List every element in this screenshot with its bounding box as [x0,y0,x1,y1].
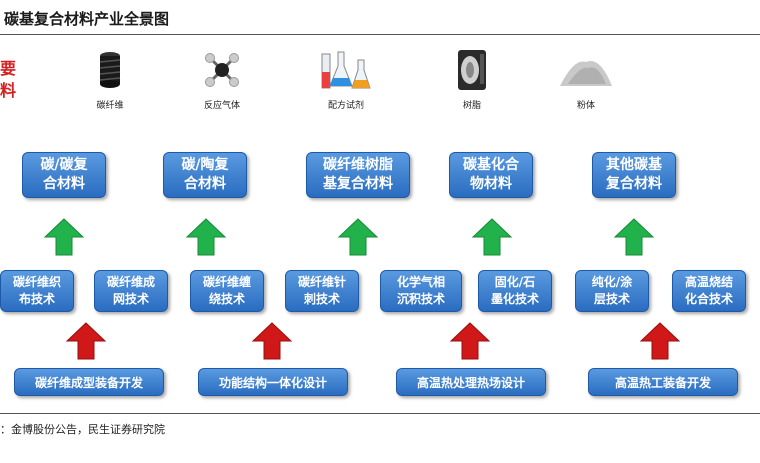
equipment-label: 碳纤维成型装备开发 [34,375,143,390]
powder-pile-icon [556,48,616,92]
technology-line2: 沉积技术 [396,292,445,306]
product-line2: 合材料 [184,176,226,192]
technology-line2: 刺技术 [303,292,340,306]
product-line1: 碳/陶复 [181,157,229,173]
lab-flasks-icon [318,48,374,92]
equipment-box: 功能结构一体化设计 [198,368,348,396]
technology-line1: 碳纤维缠 [202,275,251,289]
material-label: 碳纤维 [96,101,124,111]
up-arrow-icon [44,218,84,256]
equipment-label: 高温热处理热场设计 [416,375,525,390]
technology-line2: 绕技术 [208,292,245,306]
technology-line1: 碳纤维针 [297,275,346,289]
up-arrow-icon [472,218,512,256]
technology-box: 碳纤维成网技术 [94,270,168,312]
technology-box: 固化/石墨化技术 [478,270,552,312]
material-resin: 树脂 [432,48,512,111]
product-line1: 其他碳基 [606,157,662,173]
title-divider [0,34,760,35]
equipment-box: 碳纤维成型装备开发 [14,368,164,396]
product-line2: 复合材料 [606,176,662,192]
material-reagents: 配方试剂 [306,48,386,111]
material-label: 树脂 [462,101,481,111]
equipment-box: 高温热工装备开发 [588,368,738,396]
technology-line2: 层技术 [593,292,630,306]
carbon-fiber-spool-icon [90,48,130,92]
technology-line1: 碳纤维织 [12,275,61,289]
technology-line2: 墨化技术 [490,292,539,306]
product-box: 碳/碳复合材料 [22,152,106,198]
technology-box: 纯化/涂层技术 [575,270,649,312]
technology-line1: 纯化/涂 [591,275,633,289]
molecule-icon [202,48,242,92]
technology-box: 高温烧结化合技术 [672,270,746,312]
equipment-label: 高温热工装备开发 [614,375,711,390]
technology-line1: 碳纤维成 [106,275,155,289]
technology-line2: 化合技术 [684,292,733,306]
product-line1: 碳基化合 [463,157,519,173]
up-arrow-icon [186,218,226,256]
material-reaction-gas: 反应气体 [182,48,262,111]
technology-box: 碳纤维缠绕技术 [190,270,264,312]
up-arrow-icon [338,218,378,256]
technology-box: 碳纤维针刺技术 [285,270,359,312]
technology-line2: 网技术 [112,292,149,306]
up-arrow-icon [252,322,292,360]
technology-line1: 高温烧结 [684,275,733,289]
technology-line2: 布技术 [18,292,55,306]
resin-icon [452,48,492,92]
material-label: 粉体 [576,101,595,111]
material-label: 配方试剂 [327,101,364,111]
material-label: 反应气体 [203,101,240,111]
product-line1: 碳/碳复 [40,157,88,173]
product-line2: 基复合材料 [323,176,393,192]
page-title: 碳基复合材料产业全景图 [4,10,170,28]
material-powder: 粉体 [546,48,626,111]
technology-box: 化学气相沉积技术 [380,270,462,312]
product-line1: 碳纤维树脂 [323,157,393,173]
footer-divider [0,413,760,414]
side-category-label: 要 料 [0,58,20,102]
source-note: ：金博股份公告，民生证券研究院 [0,423,165,436]
product-line2: 物材料 [470,176,512,192]
technology-line1: 固化/石 [494,275,536,289]
equipment-label: 功能结构一体化设计 [218,375,327,390]
technology-line1: 化学气相 [396,275,445,289]
side-label-line1: 要 [0,59,17,78]
up-arrow-icon [450,322,490,360]
technology-box: 碳纤维织布技术 [0,270,74,312]
product-box: 碳/陶复合材料 [163,152,247,198]
up-arrow-icon [640,322,680,360]
product-box: 碳基化合物材料 [449,152,533,198]
up-arrow-icon [66,322,106,360]
material-carbon-fiber: 碳纤维 [70,48,150,111]
product-line2: 合材料 [43,176,85,192]
product-box: 碳纤维树脂基复合材料 [306,152,410,198]
side-label-line2: 料 [0,81,17,100]
up-arrow-icon [614,218,654,256]
product-box: 其他碳基复合材料 [592,152,676,198]
equipment-box: 高温热处理热场设计 [396,368,546,396]
